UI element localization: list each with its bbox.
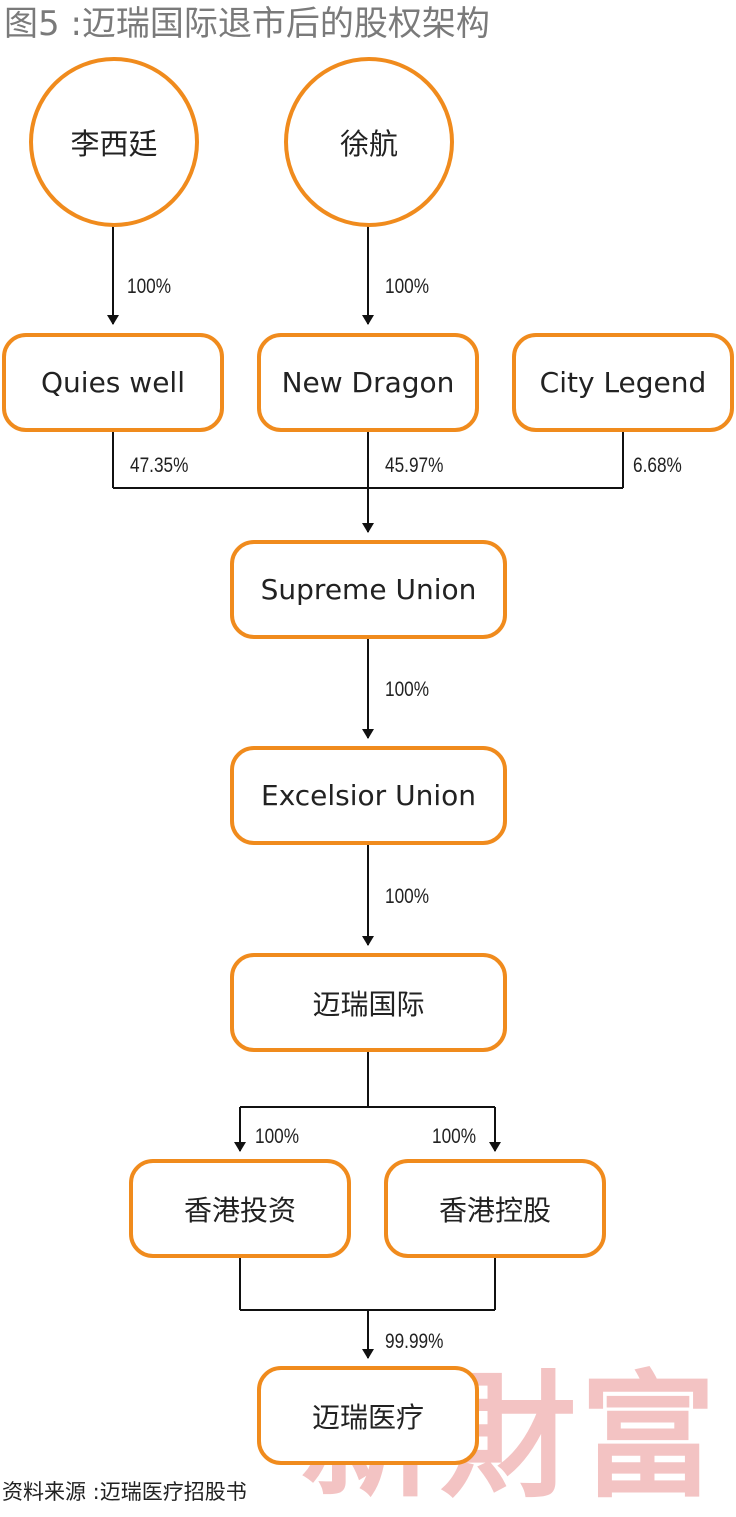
node-quies-well: Quies well <box>2 333 224 432</box>
edge-label-xu-newdragon: 100% <box>385 275 430 298</box>
edge-label-quies-supreme: 47.35% <box>130 454 189 477</box>
edge-label-li-quies: 100% <box>127 275 172 298</box>
source-note: 资料来源 :迈瑞医疗招股书 <box>2 1480 247 1504</box>
page-title: 图5 :迈瑞国际退市后的股权架构 <box>4 4 490 44</box>
node-hk-holding: 香港控股 <box>384 1159 606 1258</box>
node-xu-hang: 徐航 <box>284 57 454 227</box>
edge-label-supreme-excelsior: 100% <box>385 678 430 701</box>
node-excelsior-union: Excelsior Union <box>230 746 507 845</box>
node-hk-investment: 香港投资 <box>129 1159 351 1258</box>
node-city-legend: City Legend <box>512 333 734 432</box>
node-mindray-international: 迈瑞国际 <box>230 953 507 1052</box>
edge-label-city-supreme: 6.68% <box>633 454 682 477</box>
node-new-dragon: New Dragon <box>257 333 479 432</box>
node-mindray-medical: 迈瑞医疗 <box>257 1366 479 1465</box>
node-li-xiting: 李西廷 <box>29 57 199 227</box>
edge-label-mindray-hkinv: 100% <box>255 1125 300 1148</box>
edge-label-excelsior-mindray: 100% <box>385 885 430 908</box>
edge-label-mindray-hkhold: 100% <box>432 1125 477 1148</box>
edge-label-hk-medical: 99.99% <box>385 1330 444 1353</box>
node-supreme-union: Supreme Union <box>230 540 507 639</box>
edge-label-newdragon-supreme: 45.97% <box>385 454 444 477</box>
